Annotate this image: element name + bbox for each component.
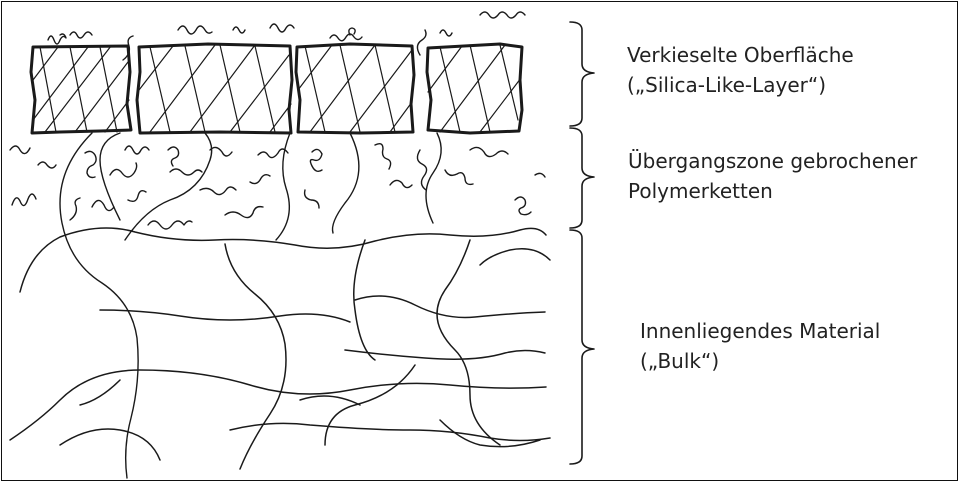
transition-zone-label: Übergangszone gebrochener Polymerketten [628, 146, 917, 206]
silica-block-1 [31, 46, 131, 133]
brace-transition [570, 128, 594, 228]
bulk-material-label-line2: („Bulk“) [640, 346, 880, 376]
silica-hatching [33, 45, 521, 132]
surface-layer-label-line1: Verkieselte Oberfläche [627, 40, 854, 70]
brace-bulk [570, 230, 594, 464]
bulk-network [10, 228, 550, 469]
transition-zone-label-line2: Polymerketten [628, 176, 917, 206]
transition-zone-label-line1: Übergangszone gebrochener [628, 146, 917, 176]
silica-blocks [31, 44, 522, 133]
surface-layer-label: Verkieselte Oberfläche („Silica-Like-Lay… [627, 40, 854, 100]
surface-squiggles [48, 12, 525, 60]
silica-block-3 [296, 44, 414, 133]
bulk-material-label: Innenliegendes Material („Bulk“) [640, 316, 880, 376]
bulk-material-label-line1: Innenliegendes Material [640, 316, 880, 346]
brace-surface [570, 22, 594, 126]
silica-block-4 [427, 44, 522, 133]
surface-layer-label-line2: („Silica-Like-Layer“) [627, 70, 854, 100]
broken-chains [10, 144, 545, 229]
layer-braces [570, 22, 594, 464]
